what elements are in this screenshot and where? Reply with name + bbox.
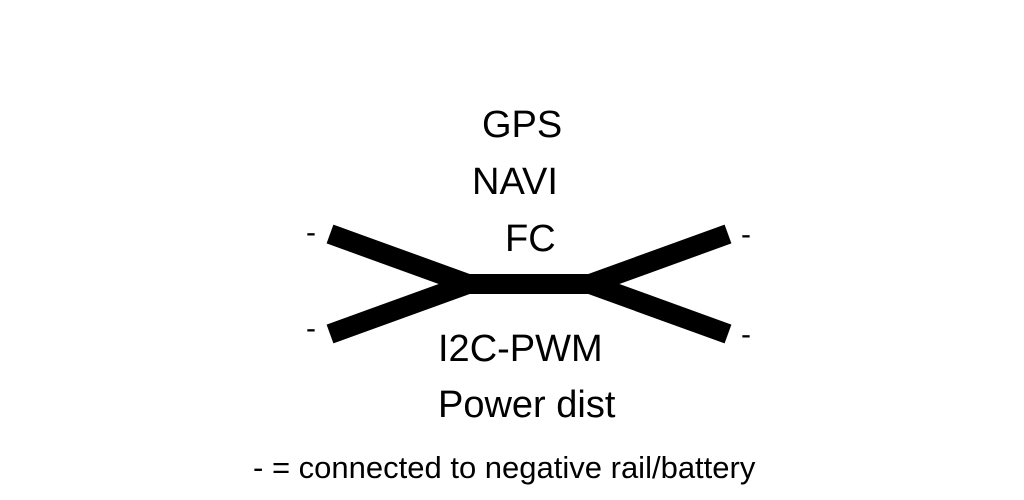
label-gps: GPS — [482, 104, 563, 146]
label-fc: FC — [505, 218, 556, 260]
label-i2c-pwm: I2C-PWM — [438, 328, 603, 370]
legend-text: = connected to negative rail/battery — [271, 450, 756, 485]
negative-mark-top-right: - — [741, 218, 751, 251]
negative-mark-top-left: - — [306, 216, 316, 249]
legend: - = connected to negative rail/battery — [253, 452, 755, 483]
label-power-dist: Power dist — [438, 384, 616, 426]
negative-mark-bottom-left: - — [306, 312, 316, 345]
arm-top-right — [586, 224, 732, 294]
arm-top-left — [326, 224, 472, 294]
arm-bottom-right — [586, 274, 732, 344]
label-navi: NAVI — [472, 161, 558, 203]
frame-body-bar — [468, 274, 590, 294]
legend-symbol: - — [253, 450, 264, 485]
arm-bottom-left — [326, 274, 472, 344]
negative-mark-bottom-right: - — [741, 318, 751, 351]
